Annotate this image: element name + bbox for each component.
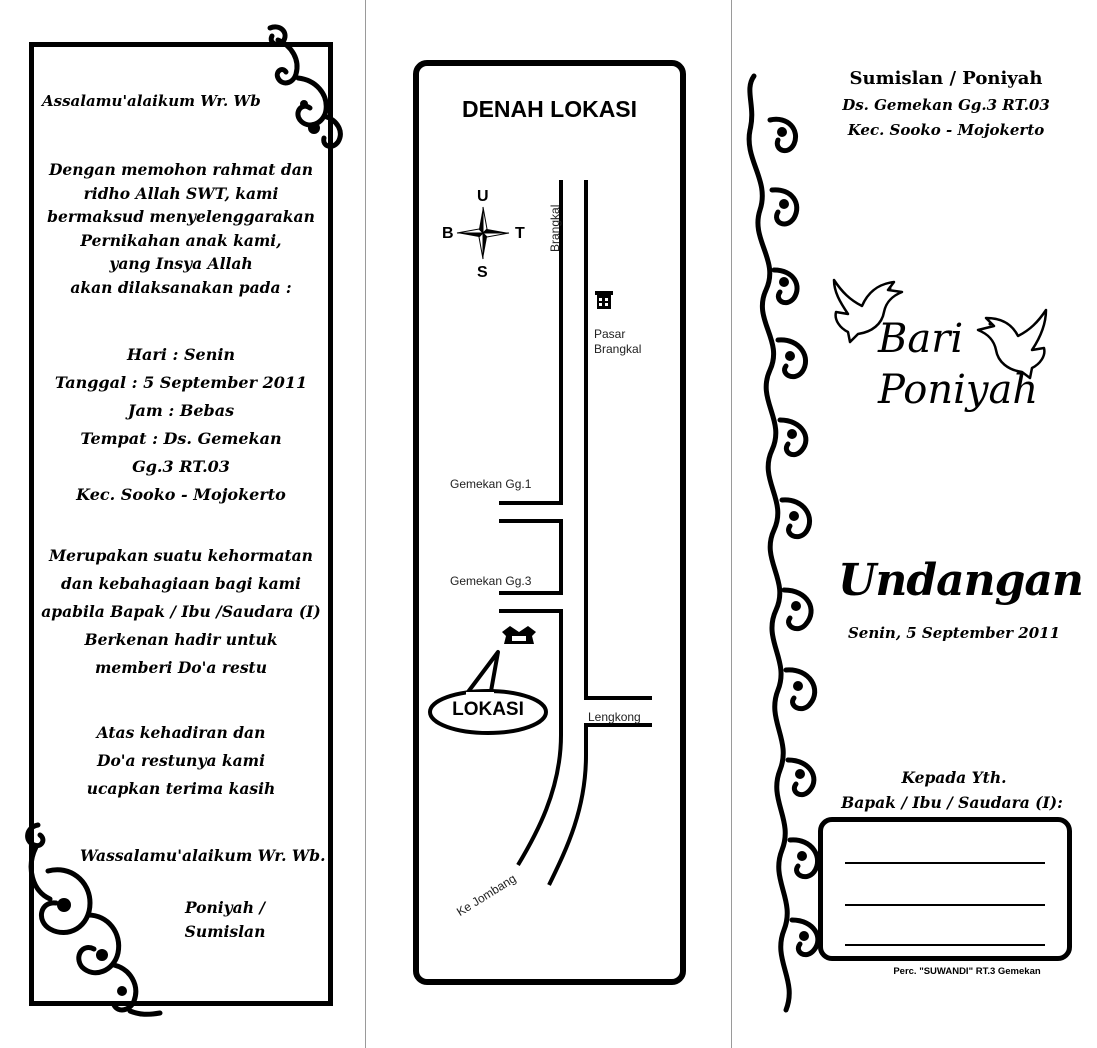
host-address-line1: Ds. Gemekan Gg.3 RT.03 [842, 96, 1050, 114]
panel-divider-2 [731, 0, 732, 1048]
intro-line: ridho Allah SWT, kami [83, 183, 279, 203]
road-label-brangkal: Brangkal [548, 204, 562, 252]
dove-right-icon [976, 308, 1048, 380]
event-details: Hari : Senin Tanggal : 5 September 2011 … [40, 341, 322, 509]
market-label: Pasar Brangkal [594, 327, 641, 357]
road-label-gang1: Gemekan Gg.1 [450, 477, 532, 491]
location-label: LOKASI [452, 699, 524, 720]
flourish-top-right-icon [267, 24, 343, 149]
compass-west: B [442, 225, 454, 242]
address-line [845, 904, 1045, 906]
greeting: Assalamu'alaikum Wr. Wb [42, 92, 261, 110]
compass-icon [456, 206, 510, 260]
event-place-gang: Gg.3 RT.03 [132, 457, 230, 476]
event-time: Jam : Bebas [127, 401, 235, 420]
left-panel: Assalamu'alaikum Wr. Wb Dengan memohon r… [0, 0, 365, 1048]
honor-text: Merupakan suatu kehormatan dan kebahagia… [36, 542, 326, 682]
map-roads [499, 180, 652, 886]
host-address-line2: Kec. Sooko - Mojokerto [847, 121, 1045, 139]
road-label-lengkong: Lengkong [588, 710, 641, 724]
panel-divider-1 [365, 0, 366, 1048]
intro-line: Dengan memohon rahmat dan [48, 160, 314, 179]
market-label-line: Pasar [594, 327, 626, 341]
intro-text: Dengan memohon rahmat dan ridho Allah SW… [40, 158, 322, 299]
road-label-gang3: Gemekan Gg.3 [450, 574, 532, 588]
intro-line: bermaksud menyelenggarakan [47, 207, 315, 226]
compass-north: U [477, 188, 489, 205]
invitation-title: Undangan [838, 555, 1084, 606]
printer-credit: Perc. "SUWANDI" RT.3 Gemekan [893, 966, 1041, 977]
intro-line: Pernikahan anak kami, [80, 230, 282, 250]
map-panel: DENAH LOKASI U S B T Brangkal [366, 0, 731, 1048]
vine-border-icon [746, 73, 821, 1013]
map-frame [413, 60, 686, 985]
cover-panel: Sumislan / Poniyah Ds. Gemekan Gg.3 RT.0… [732, 0, 1097, 1048]
event-place-district: Kec. Sooko - Mojokerto [76, 485, 286, 504]
thanks-text: Atas kehadiran dan Do'a restunya kami uc… [40, 719, 322, 803]
bride-name: Poniyah [878, 367, 1039, 413]
honor-line: dan kebahagiaan bagi kami [61, 574, 301, 593]
address-line [845, 862, 1045, 864]
honor-line: Merupakan suatu kehormatan [49, 546, 313, 565]
addressee-heading: Kepada Yth. [901, 768, 1007, 787]
intro-line: akan dilaksanakan pada : [70, 277, 292, 297]
thanks-line: Do'a restunya kami [97, 751, 265, 770]
location-callout [428, 650, 548, 735]
compass-east: T [515, 225, 525, 242]
address-line [845, 944, 1045, 946]
groom-name: Bari [878, 316, 964, 362]
flourish-bottom-left-icon [25, 822, 163, 1017]
letter-frame [29, 42, 333, 1006]
address-label-box [818, 817, 1072, 961]
addressee-recipient: Bapak / Ibu / Saudara (I): [841, 793, 1063, 812]
thanks-line: ucapkan terima kasih [86, 779, 276, 798]
honor-line: memberi Do'a restu [95, 658, 267, 677]
honor-line: Berkenan hadir untuk [84, 630, 278, 649]
market-label-line: Brangkal [594, 342, 642, 356]
map-title: DENAH LOKASI [461, 96, 638, 122]
dove-left-icon [832, 278, 904, 344]
host-names: Sumislan / Poniyah [849, 68, 1043, 89]
intro-line: yang Insya Allah [109, 254, 253, 273]
event-day: Hari : Senin [126, 345, 236, 364]
signature: Poniyah / Sumislan [170, 896, 280, 944]
honor-line: apabila Bapak / Ibu /Saudara (I) [41, 602, 321, 621]
location-house-icon [502, 626, 536, 644]
market-icon [595, 291, 613, 309]
event-date: Tanggal : 5 September 2011 [54, 373, 308, 392]
signature-line: Sumislan [184, 922, 266, 941]
closing-greeting: Wassalamu'alaikum Wr. Wb. [80, 846, 326, 865]
invitation-date: Senin, 5 September 2011 [847, 624, 1061, 642]
thanks-line: Atas kehadiran dan [96, 723, 266, 742]
signature-line: Poniyah / [184, 898, 266, 917]
compass-south: S [477, 264, 488, 281]
event-place: Tempat : Ds. Gemekan [80, 429, 282, 448]
